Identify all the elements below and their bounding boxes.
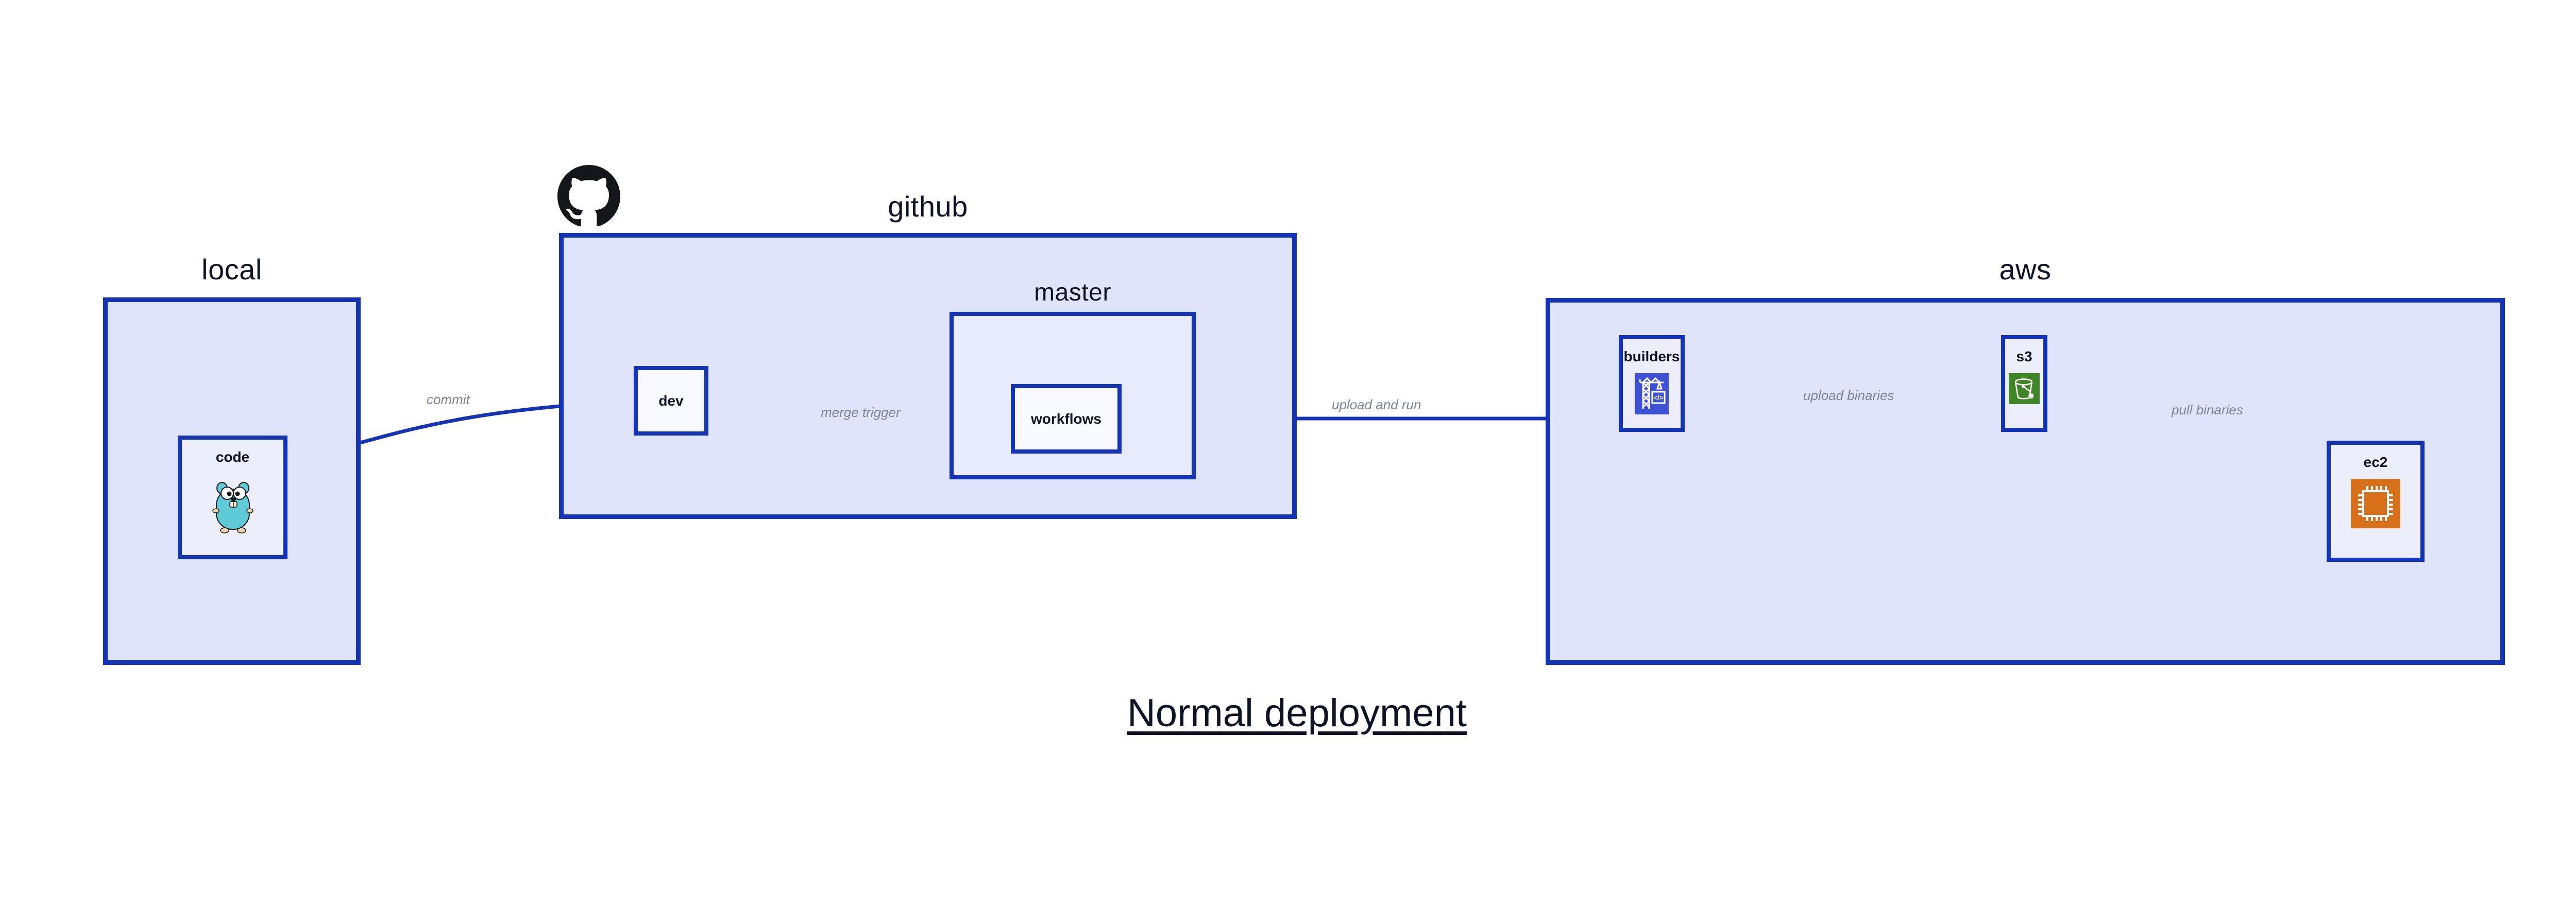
edge-label-pull-binaries: pull binaries <box>2172 402 2243 417</box>
node-workflows[interactable]: workflows <box>1011 384 1122 454</box>
aws-ec2-chip-icon <box>2351 479 2400 531</box>
go-gopher-icon <box>208 474 258 538</box>
node-ec2[interactable]: ec2 <box>2327 441 2425 562</box>
node-label-code: code <box>215 449 250 465</box>
github-octocat-logo <box>557 165 620 230</box>
node-label-ec2: ec2 <box>2363 454 2388 470</box>
edge-label-upload-binaries: upload binaries <box>1803 388 1894 403</box>
node-builders[interactable]: builders </> <box>1619 335 1685 432</box>
group-label-local: local <box>201 253 262 286</box>
node-label-dev: dev <box>658 392 684 409</box>
node-s3[interactable]: s3 <box>2001 335 2047 432</box>
node-code[interactable]: code <box>178 436 287 559</box>
diagram-title: Normal deployment <box>1127 691 1467 735</box>
node-label-s3: s3 <box>2016 348 2032 364</box>
edge-label-merge-trigger: merge trigger <box>821 405 901 420</box>
edge-label-commit: commit <box>427 392 470 407</box>
aws-crane-code-icon: </> <box>1635 373 1669 417</box>
group-label-aws: aws <box>1999 253 2052 286</box>
node-label-workflows: workflows <box>1031 410 1101 427</box>
node-dev[interactable]: dev <box>634 366 708 436</box>
edge-label-upload-and-run: upload and run <box>1332 397 1421 412</box>
svg-text:</>: </> <box>1654 394 1664 402</box>
subgroup-label-master: master <box>1034 279 1111 306</box>
node-label-builders: builders <box>1623 348 1680 364</box>
group-label-github: github <box>888 190 968 223</box>
aws-s3-bucket-icon <box>2009 373 2040 407</box>
